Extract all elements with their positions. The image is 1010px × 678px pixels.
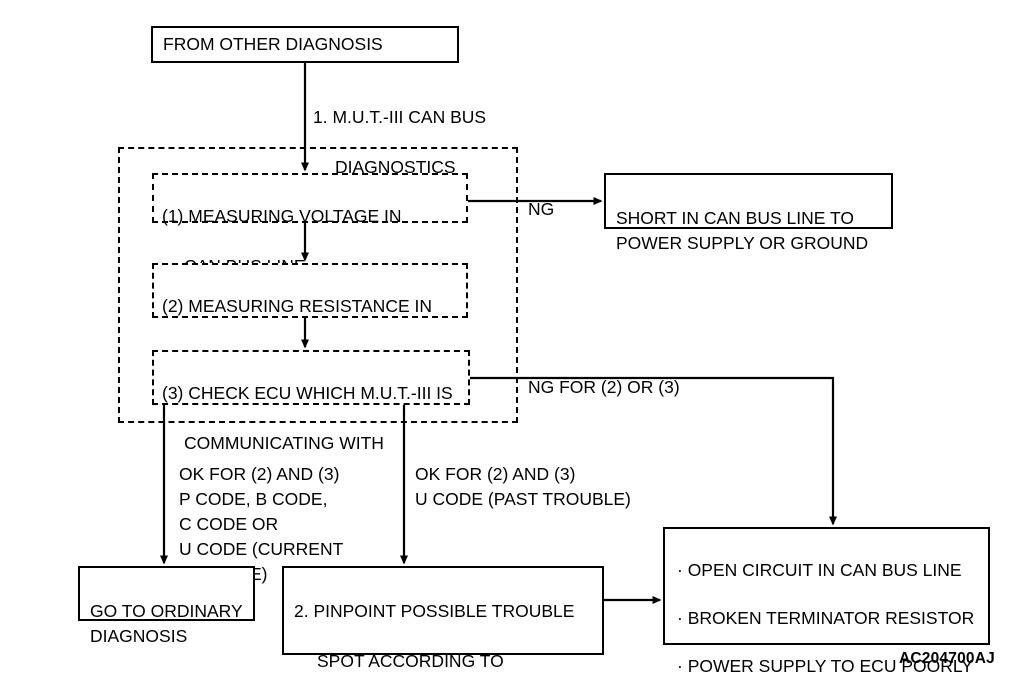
edge-label-ng-text: NG: [528, 199, 555, 219]
edge-label-ok-branch-middle: OK FOR (2) AND (3) U CODE (PAST TROUBLE): [415, 437, 655, 512]
edge-label-ng: NG: [528, 172, 554, 222]
edge-label-ok-branch-middle-text: OK FOR (2) AND (3) U CODE (PAST TROUBLE): [415, 464, 631, 509]
outcome-pinpoint-line2: SPOT ACCORDING TO: [317, 651, 504, 671]
step-3-line1: (3) CHECK ECU WHICH M.U.T.-III IS: [162, 383, 453, 403]
possible-cause-item: · BROKEN TERMINATOR RESISTOR: [677, 608, 975, 628]
reference-code-text: AC204700AJ: [899, 650, 995, 667]
possible-cause-item: · POWER SUPPLY TO ECU POORLY: [677, 656, 973, 676]
outcome-short-in-can-bus-line: SHORT IN CAN BUS LINE TO POWER SUPPLY OR…: [604, 173, 893, 253]
outcome-ordinary-line2: DIAGNOSIS: [90, 626, 188, 646]
entry-step-label: 1. M.U.T.-III CAN BUS DIAGNOSTICS: [313, 80, 563, 180]
entry-step-label-line2: DIAGNOSTICS: [335, 157, 456, 177]
step-1-measuring-voltage: (1) MEASURING VOLTAGE IN CAN BUS LINE: [152, 173, 468, 276]
step-3-check-ecu: (3) CHECK ECU WHICH M.U.T.-III IS COMMUN…: [152, 350, 470, 453]
outcome-pinpoint-possible-trouble-spot: 2. PINPOINT POSSIBLE TROUBLE SPOT ACCORD…: [282, 566, 604, 671]
outcome-short-line2: POWER SUPPLY OR GROUND: [616, 233, 869, 253]
edge-label-ng-for-2-or-3: NG FOR (2) OR (3): [528, 350, 680, 400]
reference-code: AC204700AJ: [899, 650, 995, 668]
step-2-line1: (2) MEASURING RESISTANCE IN: [162, 296, 432, 316]
entry-step-label-line1: 1. M.U.T.-III CAN BUS: [313, 107, 487, 127]
possible-cause-item: · OPEN CIRCUIT IN CAN BUS LINE: [677, 560, 962, 580]
can-bus-diagnostics-group-box: [118, 147, 518, 423]
outcome-pinpoint-line1: 2. PINPOINT POSSIBLE TROUBLE: [294, 601, 575, 621]
edge-label-ng-for-2-or-3-text: NG FOR (2) OR (3): [528, 377, 680, 397]
step-1-line1: (1) MEASURING VOLTAGE IN: [162, 206, 402, 226]
outcome-short-line1: SHORT IN CAN BUS LINE TO: [616, 208, 854, 228]
entry-box-label: FROM OTHER DIAGNOSIS: [163, 34, 383, 54]
step-2-measuring-resistance: (2) MEASURING RESISTANCE IN CAN BUS LINE: [152, 263, 468, 366]
outcome-ordinary-line1: GO TO ORDINARY: [90, 601, 243, 621]
entry-box-from-other-diagnosis: FROM OTHER DIAGNOSIS: [151, 26, 459, 63]
outcome-possible-causes-list: · OPEN CIRCUIT IN CAN BUS LINE · BROKEN …: [663, 527, 990, 676]
edge-label-ok-branch-left: OK FOR (2) AND (3) P CODE, B CODE, C COD…: [179, 437, 394, 587]
outcome-go-to-ordinary-diagnosis: GO TO ORDINARY DIAGNOSIS: [78, 566, 255, 646]
step-3-line2: COMMUNICATING WITH: [184, 433, 384, 453]
